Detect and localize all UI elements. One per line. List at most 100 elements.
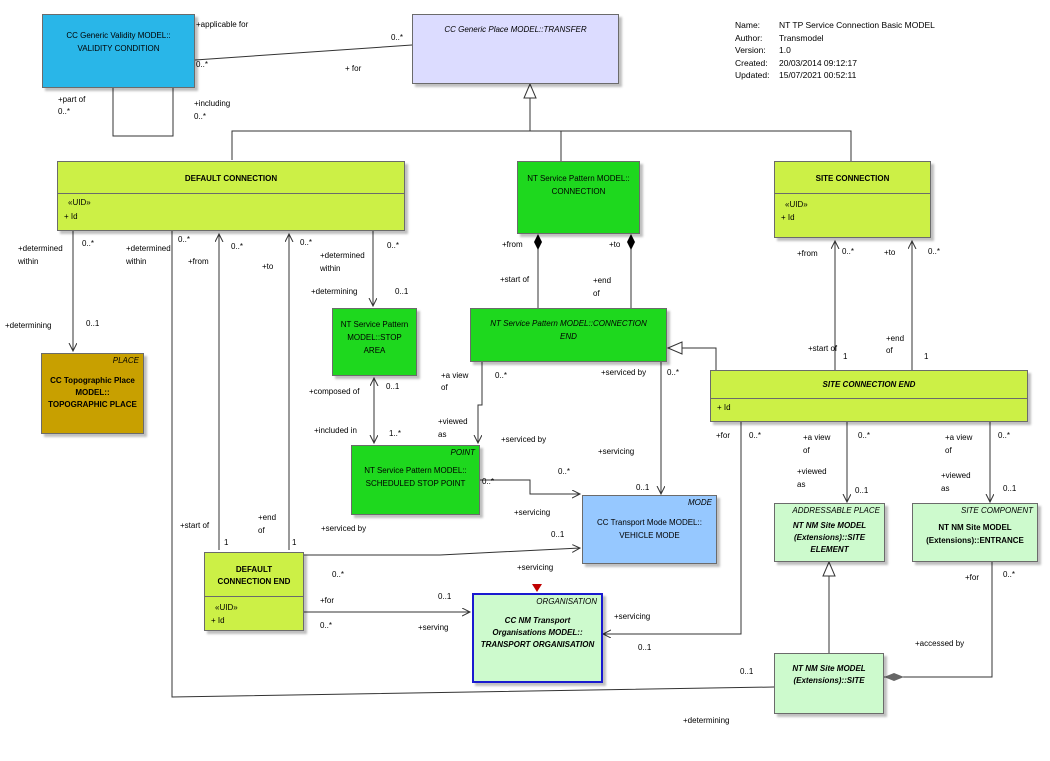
assoc-label: +part of <box>58 95 86 104</box>
assoc-label: +serviced by <box>321 524 367 533</box>
dce-line2: CONNECTION END <box>217 577 291 586</box>
assoc-label: +serving <box>418 623 449 632</box>
assoc-label: within <box>126 257 147 266</box>
class-entrance[interactable]: SITE COMPONENT NT NM Site MODEL (Extensi… <box>912 503 1038 562</box>
assoc-label: +determining <box>683 716 730 725</box>
assoc-label: +determining <box>311 287 358 296</box>
assoc-label: +a view <box>441 371 469 380</box>
topo-line3: TOPOGRAPHIC PLACE <box>48 400 137 409</box>
assoc-label: as <box>941 484 950 493</box>
assoc-ssp-mode <box>480 479 580 494</box>
meta-value: NT TP Service Connection Basic MODEL <box>779 20 935 30</box>
meta-value: Transmodel <box>779 32 824 43</box>
class-default-connection-end[interactable]: DEFAULT CONNECTION END «UID» + Id <box>204 552 304 631</box>
sce-divider <box>711 398 1027 399</box>
assoc-label: +servicing <box>614 612 651 621</box>
assoc-label: 0..* <box>858 431 871 440</box>
assoc-label: +serviced by <box>601 368 647 377</box>
assoc-label: 0..* <box>58 107 71 116</box>
mode-line2: VEHICLE MODE <box>619 531 680 540</box>
sce-attr: + Id <box>717 403 731 412</box>
assoc-label: +servicing <box>517 563 554 572</box>
class-transport-organisation[interactable]: ORGANISATION CC NM Transport Organisatio… <box>472 593 603 683</box>
assoc-label: 0..* <box>749 431 762 440</box>
assoc-label: +viewed <box>797 467 827 476</box>
assoc-label: 0..1 <box>740 667 754 676</box>
assoc-label: +servicing <box>514 508 551 517</box>
class-validity-condition[interactable]: CC Generic Validity MODEL:: VALIDITY CON… <box>42 14 195 88</box>
site-element-stereotype: ADDRESSABLE PLACE <box>792 506 880 515</box>
class-default-connection[interactable]: DEFAULT CONNECTION «UID» + Id <box>57 161 405 231</box>
assoc-label: of <box>945 446 952 455</box>
assoc-label: 1 <box>224 538 229 547</box>
class-nt-connection[interactable]: NT Service Pattern MODEL:: CONNECTION <box>517 161 640 234</box>
mode-line1: CC Transport Mode MODEL:: <box>597 518 702 527</box>
meta-row: Name:NT TP Service Connection Basic MODE… <box>735 19 935 32</box>
nt-connection-line1: NT Service Pattern MODEL:: <box>527 174 630 183</box>
site-line2: (Extensions)::SITE <box>793 676 865 685</box>
class-stop-area[interactable]: NT Service Pattern MODEL::STOP AREA <box>332 308 417 376</box>
assoc-label: 0..1 <box>855 486 869 495</box>
site-element-line3: ELEMENT <box>810 545 849 554</box>
assoc-dce-mode <box>304 548 580 556</box>
assoc-label: 0..* <box>82 239 95 248</box>
class-site-connection[interactable]: SITE CONNECTION «UID» + Id <box>774 161 931 238</box>
assoc-label: 0..1 <box>636 483 650 492</box>
assoc-label: 0..* <box>667 368 680 377</box>
org-marker <box>532 584 542 592</box>
assoc-label: +start of <box>500 275 530 284</box>
stoparea-line3: AREA <box>363 346 386 355</box>
class-vehicle-mode[interactable]: MODE CC Transport Mode MODEL:: VEHICLE M… <box>582 495 717 564</box>
assoc-site-entrance <box>884 562 993 678</box>
assoc-label: +servicing <box>598 447 635 456</box>
dce-attr: + Id <box>211 616 225 625</box>
class-site-connection-end[interactable]: SITE CONNECTION END + Id <box>710 370 1028 422</box>
assoc-label: +a view <box>945 433 973 442</box>
org-line2: Organisations MODEL:: <box>492 628 583 637</box>
assoc-label: 0..1 <box>638 643 652 652</box>
class-site-element[interactable]: ADDRESSABLE PLACE NT NM Site MODEL (Exte… <box>774 503 885 562</box>
validity-line1: CC Generic Validity MODEL:: <box>66 31 171 40</box>
class-topographic-place[interactable]: PLACE CC Topographic Place MODEL:: TOPOG… <box>41 353 144 434</box>
assoc-label: +determining <box>5 321 52 330</box>
assoc-label: +from <box>188 257 209 266</box>
site-line1: NT NM Site MODEL <box>792 664 866 673</box>
assoc-label: 0..1 <box>86 319 100 328</box>
assoc-label: 1 <box>292 538 297 547</box>
org-stereotype: ORGANISATION <box>536 597 597 606</box>
transfer-line1: CC Generic Place MODEL::TRANSFER <box>444 25 587 34</box>
assoc-label: +including <box>194 99 231 108</box>
assoc-label: 0..* <box>495 371 508 380</box>
assoc-label: as <box>438 430 447 439</box>
assoc-label: of <box>886 346 893 355</box>
class-scheduled-stop-point[interactable]: POINT NT Service Pattern MODEL:: SCHEDUL… <box>351 445 480 515</box>
class-site[interactable]: NT NM Site MODEL (Extensions)::SITE <box>774 653 884 714</box>
topo-line1: CC Topographic Place <box>50 376 135 385</box>
ssp-line1: NT Service Pattern MODEL:: <box>364 466 467 475</box>
assoc-label: +composed of <box>309 387 360 396</box>
assoc-label: 0..* <box>391 33 404 42</box>
assoc-label: 0..* <box>998 431 1011 440</box>
assoc-label: 1..* <box>389 429 402 438</box>
org-line1: CC NM Transport <box>504 616 571 625</box>
class-connection-end[interactable]: NT Service Pattern MODEL::CONNECTION END <box>470 308 667 362</box>
default-connection-attr: + Id <box>64 212 78 221</box>
entrance-stereotype: SITE COMPONENT <box>960 506 1033 515</box>
composition-diamond-to <box>627 234 635 250</box>
dce-divider <box>205 596 303 597</box>
assoc-label: 0..* <box>320 621 333 630</box>
assoc-label: 1 <box>843 352 848 361</box>
assoc-label: 0..1 <box>1003 484 1017 493</box>
site-element-line1: NT NM Site MODEL <box>792 521 867 530</box>
assoc-label: 0..1 <box>438 592 452 601</box>
assoc-label: +a view <box>803 433 831 442</box>
assoc-label: +for <box>965 573 980 582</box>
generalization-arrow-siteelement <box>822 560 836 577</box>
assoc-label: 0..* <box>194 112 207 121</box>
assoc-label: +for <box>716 431 731 440</box>
assoc-label: +determined <box>320 251 365 260</box>
class-transfer[interactable]: CC Generic Place MODEL::TRANSFER <box>412 14 619 84</box>
meta-row: Updated:15/07/2021 00:52:11 <box>735 69 935 82</box>
assoc-label: 0..* <box>178 235 191 244</box>
